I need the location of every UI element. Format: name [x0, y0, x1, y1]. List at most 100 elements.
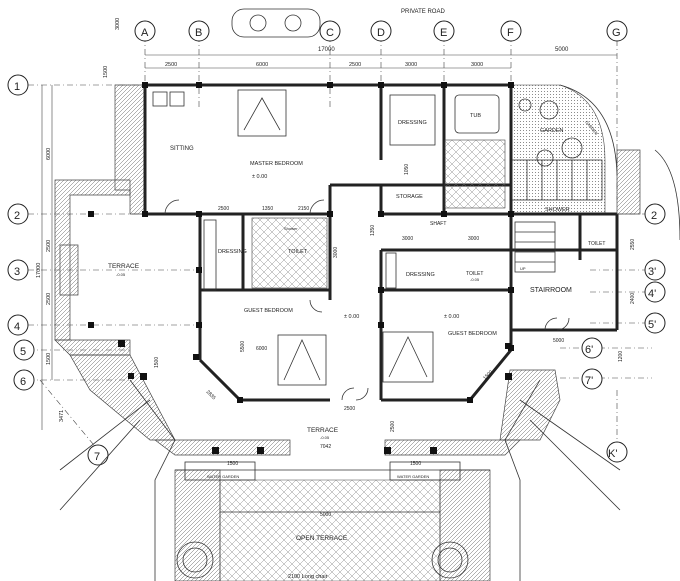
label-sitting: SITTING — [170, 146, 194, 152]
doors — [164, 199, 570, 401]
dim-inner-8: 6000 — [256, 346, 267, 352]
tub — [444, 94, 506, 209]
label-terrace-bottom-level: -0.05 — [320, 435, 330, 440]
grid-bubble-B — [188, 20, 210, 42]
master-bed — [237, 89, 287, 137]
dim-top-seg-1: 2500 — [165, 62, 177, 68]
road-label: PRIVATE ROAD — [401, 9, 445, 15]
dim-inner-20: 1050 — [404, 164, 410, 175]
dim-left-top: 3000 — [115, 18, 121, 30]
label-terrace-bottom: TERRACE — [307, 427, 339, 434]
grid-label-E: E — [440, 27, 447, 39]
dim-inner-19: 5000 — [553, 338, 564, 344]
grid-bubble-C — [319, 20, 341, 42]
label-terrace-left: TERRACE — [108, 263, 140, 270]
dim-inner-22: 1500 — [154, 357, 160, 368]
dim-top-seg-2: 6000 — [256, 62, 268, 68]
dim-inner-4: 3000 — [333, 247, 339, 258]
garden-area: GARDEN GARDEN — [510, 84, 618, 215]
label-master-bedroom: MASTER BEDROOM — [250, 161, 303, 167]
label-toilet-mid: TOILET — [466, 271, 483, 277]
grid-label-2: 2 — [14, 210, 20, 222]
grid-label-C: C — [326, 27, 334, 39]
dim-inner-1: 2500 — [218, 206, 229, 212]
dim-left-2: 6000 — [46, 148, 52, 160]
inner-dimensions: 2500 1350 2150 3000 1350 3000 3000 6000 … — [154, 164, 636, 518]
label-level-right: ± 0.00 — [444, 314, 459, 320]
guest-bed-right — [382, 331, 434, 383]
label-shower-small: Shower — [284, 226, 298, 231]
dim-left-7: 3471 — [59, 410, 65, 422]
water-garden-left — [184, 461, 256, 481]
label-open-terrace: OPEN TERRACE — [296, 535, 348, 542]
label-dressing-right: DRESSING — [406, 272, 435, 278]
grid-label-G: G — [612, 27, 621, 39]
grid-label-right-K: K' — [608, 448, 617, 460]
grid-label-B: B — [195, 27, 202, 39]
water-garden-right — [389, 461, 461, 481]
label-toilet-left: TOILET — [288, 249, 308, 255]
label-level-center: ± 0.00 — [344, 314, 359, 320]
grid-label-3: 3 — [14, 266, 20, 278]
label-up: UP — [520, 266, 526, 271]
car-icon — [231, 8, 321, 38]
room-labels: SITTING MASTER BEDROOM ± 0.00 DRESSING T… — [108, 113, 605, 580]
grid-label-5: 5 — [20, 346, 26, 358]
grid-label-F: F — [507, 27, 514, 39]
grid-label-right-7: 7' — [585, 375, 593, 387]
grid-bubble-F — [500, 20, 522, 42]
dim-inner-11: 2500 — [390, 421, 396, 432]
grid-label-right-3: 3' — [648, 266, 656, 278]
dim-inner-21: 2835 — [205, 389, 217, 401]
dim-top-g: 5000 — [555, 47, 569, 53]
grid-label-4: 4 — [14, 321, 20, 333]
label-garden: GARDEN — [540, 128, 564, 134]
grid-bubbles-right: 2 3' 4' 5' 6' 7' K' — [581, 203, 666, 463]
grid-label-A: A — [141, 27, 149, 39]
label-water-garden-right: WATER GARDEN — [397, 474, 429, 479]
dim-inner-7: 3000 — [468, 236, 479, 242]
grid-bubble-A — [134, 20, 156, 42]
top-dimensions: 17000 5000 2500 6000 2500 3000 3000 — [145, 47, 617, 69]
dim-top-total: 17000 — [318, 47, 335, 53]
dim-inner-2: 1350 — [262, 206, 273, 212]
toilet-left-floor — [251, 217, 328, 289]
right-curve — [654, 149, 680, 241]
guest-bed-left — [277, 334, 327, 386]
label-shaft: SHAFT — [430, 221, 446, 227]
dim-left-6: 1500 — [46, 353, 52, 365]
grid-label-6: 6 — [20, 376, 26, 388]
dim-left-3: 2500 — [46, 240, 52, 252]
label-water-garden-left: WATER GARDEN — [207, 474, 239, 479]
label-guest-bedroom-right: GUEST BEDROOM — [448, 331, 497, 337]
dim-inner-13: 1500 — [410, 461, 421, 467]
label-shower: SHOWER — [545, 207, 570, 213]
grid-bubble-G — [606, 20, 628, 42]
left-dimensions: 3000 1500 6000 2500 17000 2500 1500 3471 — [36, 18, 121, 430]
grid-label-right-4: 4' — [648, 288, 656, 300]
dim-inner-16: 2550 — [630, 239, 636, 250]
dim-inner-10: 2500 — [344, 406, 355, 412]
columns — [88, 82, 514, 454]
grid-bubbles-top: A B C D E F G — [134, 20, 628, 42]
garden-steps — [511, 159, 603, 201]
tree-icon — [176, 541, 469, 579]
label-storage: STORAGE — [396, 194, 423, 200]
closet-left — [203, 219, 217, 291]
grid-label-right-6: 6' — [585, 344, 593, 356]
label-toilet-right: TOILET — [588, 241, 605, 247]
grid-bubble-D — [370, 20, 392, 42]
grid-label-7: 7 — [94, 451, 100, 463]
grid-label-D: D — [377, 27, 385, 39]
label-level-master: ± 0.00 — [252, 174, 267, 180]
dim-inner-18: 1200 — [618, 351, 624, 362]
plant-icon — [518, 98, 583, 167]
label-dressing-left: DRESSING — [218, 249, 247, 255]
dim-top-seg-4: 3000 — [405, 62, 417, 68]
stair-steps — [514, 221, 556, 273]
dim-inner-17: 2400 — [630, 293, 636, 304]
grid-bubbles-left: 1 2 3 4 5 6 7 — [7, 74, 109, 466]
grid-label-right-5: 5' — [648, 319, 656, 331]
label-toilet-mid-level: -0.05 — [470, 277, 480, 282]
